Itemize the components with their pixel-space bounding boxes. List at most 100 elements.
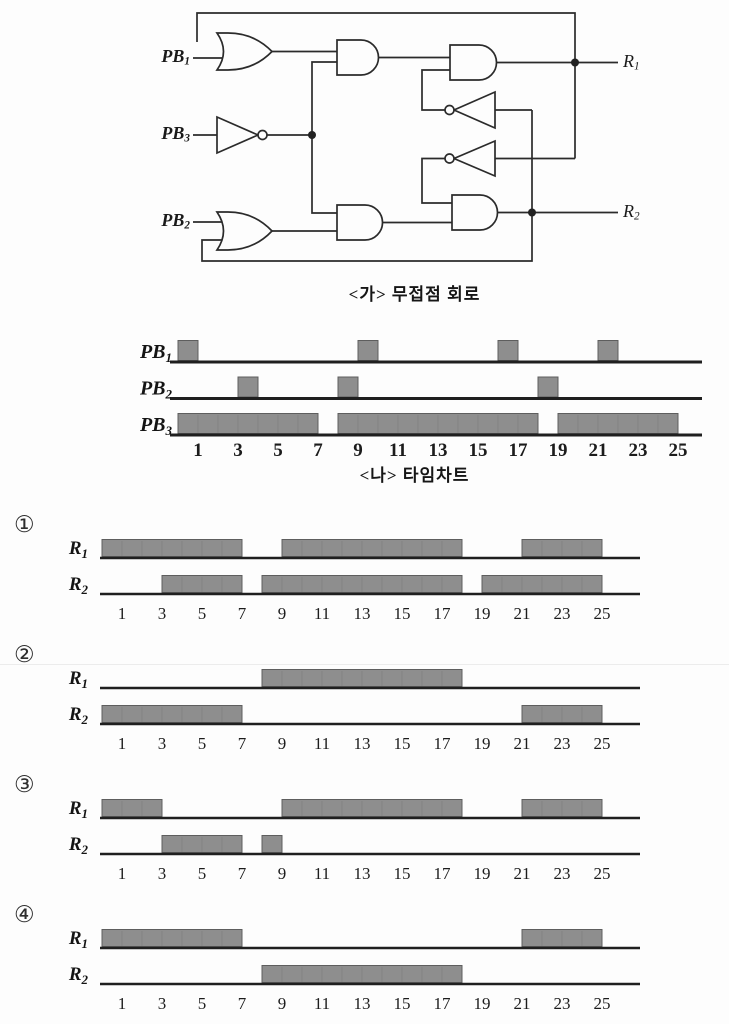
tick-label: 1 [118, 864, 127, 883]
signal-bar [521, 705, 603, 723]
tick-label: 23 [629, 440, 648, 461]
tick-label: 17 [509, 440, 529, 461]
signal-label: R2 [68, 574, 89, 597]
signal-bar [261, 965, 463, 983]
tick-label: 17 [434, 994, 452, 1013]
signal-bar [261, 669, 463, 687]
tick-label: 11 [314, 994, 330, 1013]
tick-label: 13 [429, 440, 448, 461]
tick-label: 23 [554, 604, 571, 623]
signal-label: R2 [68, 964, 89, 987]
tick-label: 11 [314, 864, 330, 883]
tick-label: 13 [354, 994, 371, 1013]
tick-label: 21 [514, 734, 531, 753]
tick-label: 19 [549, 440, 568, 461]
signal-label: R1 [68, 928, 88, 951]
tick-label: 7 [238, 604, 247, 623]
not-gate-pb3-bubble [257, 129, 268, 141]
tick-label: 3 [158, 994, 167, 1013]
option-3-marker: ③ [14, 772, 35, 797]
tick-label: 19 [474, 864, 491, 883]
circuit-input-label-pb1: PB1 [161, 46, 190, 68]
tick-label: 23 [554, 994, 571, 1013]
tick-label: 3 [158, 864, 167, 883]
tick-label: 3 [158, 604, 167, 623]
tick-label: 7 [238, 994, 247, 1013]
signal-bar [537, 376, 559, 398]
signal-bar [357, 340, 379, 361]
tick-label: 1 [118, 734, 127, 753]
and-gate-upper [336, 39, 380, 76]
junction-dot [308, 131, 316, 139]
signal-bar [281, 799, 463, 817]
tick-label: 25 [594, 994, 611, 1013]
tick-label: 7 [238, 864, 247, 883]
signal-bar [521, 539, 603, 557]
circuit-output-label-r2: R2 [623, 201, 640, 223]
and-gate-r1-output [449, 44, 498, 81]
and-gate-lower [336, 204, 384, 241]
signal-label: R2 [68, 834, 89, 857]
signal-bar [261, 575, 463, 593]
signal-bar [161, 575, 243, 593]
signal-label: R1 [68, 668, 88, 691]
r1-feedback-wire [196, 12, 576, 159]
tick-label: 5 [198, 604, 207, 623]
signal-label: R1 [68, 798, 88, 821]
not-r2-output-wire [421, 69, 450, 111]
not-pb3-distribution-wire [311, 61, 337, 214]
tick-label: 5 [273, 440, 283, 461]
tick-label: 25 [594, 604, 611, 623]
tick-label: 3 [158, 734, 167, 753]
tick-label: 7 [313, 440, 323, 461]
tick-label: 15 [394, 734, 411, 753]
tick-label: 21 [514, 864, 531, 883]
tick-label: 21 [514, 994, 531, 1013]
scan-artifact-line [0, 664, 729, 665]
not-gate-r2-bubble [444, 104, 455, 116]
tick-label: 11 [314, 734, 330, 753]
not-gate-r1-feedback [451, 139, 496, 178]
tick-label: 1 [193, 440, 203, 461]
tick-label: 25 [594, 864, 611, 883]
junction-dot [528, 208, 536, 217]
tick-label: 17 [434, 864, 452, 883]
not-r1-output-wire [421, 157, 452, 204]
tick-label: 9 [278, 864, 287, 883]
tick-label: 9 [278, 604, 287, 623]
signal-label: R2 [68, 704, 89, 727]
signal-bar [101, 929, 243, 947]
signal-bar [497, 340, 519, 361]
circuit-output-label-r1: R1 [623, 51, 640, 73]
signal-bar [337, 376, 359, 398]
tick-label: 19 [474, 994, 491, 1013]
tick-label: 23 [554, 734, 571, 753]
figure-a-caption: <가> 무접점 회로 [348, 285, 481, 304]
logic-circuit-diagram [193, 12, 618, 262]
tick-label: 13 [354, 864, 371, 883]
tick-label: 15 [469, 440, 488, 461]
signal-bar [177, 340, 199, 361]
signal-bar [101, 539, 243, 557]
or-gate-pb2 [215, 211, 274, 251]
signal-bar [161, 835, 243, 853]
signal-label: PB2 [139, 378, 173, 402]
not-gate-pb3 [216, 115, 261, 155]
tick-label: 13 [354, 734, 371, 753]
tick-label: 11 [314, 604, 330, 623]
tick-label: 3 [233, 440, 243, 461]
tick-label: 9 [278, 734, 287, 753]
signal-bar [521, 929, 603, 947]
signal-bar [101, 705, 243, 723]
not-gate-r1-bubble [444, 153, 455, 164]
figure-b-caption: <나> 타임차트 [359, 466, 470, 485]
tick-label: 15 [394, 864, 411, 883]
tick-label: 5 [198, 734, 207, 753]
tick-label: 17 [434, 604, 452, 623]
tick-label: 13 [354, 604, 371, 623]
